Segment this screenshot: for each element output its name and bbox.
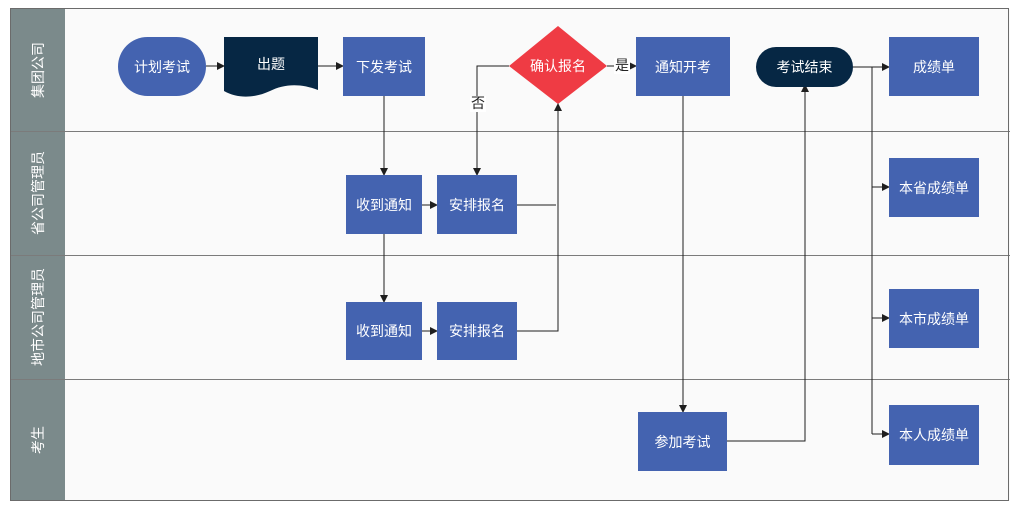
lane-background-candidate	[65, 379, 1010, 501]
lane-divider	[10, 255, 1010, 256]
node-city-arrange: 安排报名	[437, 302, 517, 360]
lane-header-city: 地市公司管理员	[10, 255, 65, 379]
lane-background-province	[65, 131, 1010, 255]
lane-background-city	[65, 255, 1010, 379]
node-issue-exam: 下发考试	[343, 37, 425, 96]
node-take-exam: 参加考试	[638, 412, 727, 471]
node-score-sheet: 成绩单	[889, 37, 979, 96]
node-plan-exam: 计划考试	[118, 37, 206, 96]
lane-header-group: 集团公司	[10, 9, 65, 131]
node-city-receive: 收到通知	[346, 302, 422, 360]
lane-header-candidate: 考生	[10, 379, 65, 501]
decision-diamond-confirm-signup	[509, 26, 607, 104]
document-shape-make-questions	[224, 37, 318, 97]
lane-divider	[10, 131, 1010, 132]
node-self-scores: 本人成绩单	[889, 405, 979, 465]
lane-divider	[10, 379, 1010, 380]
node-city-scores: 本市成绩单	[889, 289, 979, 348]
edge-label-no: 否	[470, 96, 486, 112]
arrow-decision-no-to-prov-arrange	[473, 65, 509, 176]
lane-header-province: 省公司管理员	[10, 131, 65, 255]
edge-label-yes: 是	[614, 58, 630, 74]
node-prov-arrange: 安排报名	[437, 175, 517, 234]
node-exam-end: 考试结束	[756, 47, 853, 87]
node-make-questions: 出题	[257, 57, 285, 73]
node-prov-scores: 本省成绩单	[889, 158, 979, 217]
arrow-city-arrange-merge	[517, 205, 559, 332]
node-notify-start: 通知开考	[636, 37, 730, 96]
arrow-take-exam-to-exam-end	[727, 84, 809, 442]
node-confirm-signup: 确认报名	[530, 59, 586, 75]
node-prov-receive: 收到通知	[346, 175, 422, 234]
